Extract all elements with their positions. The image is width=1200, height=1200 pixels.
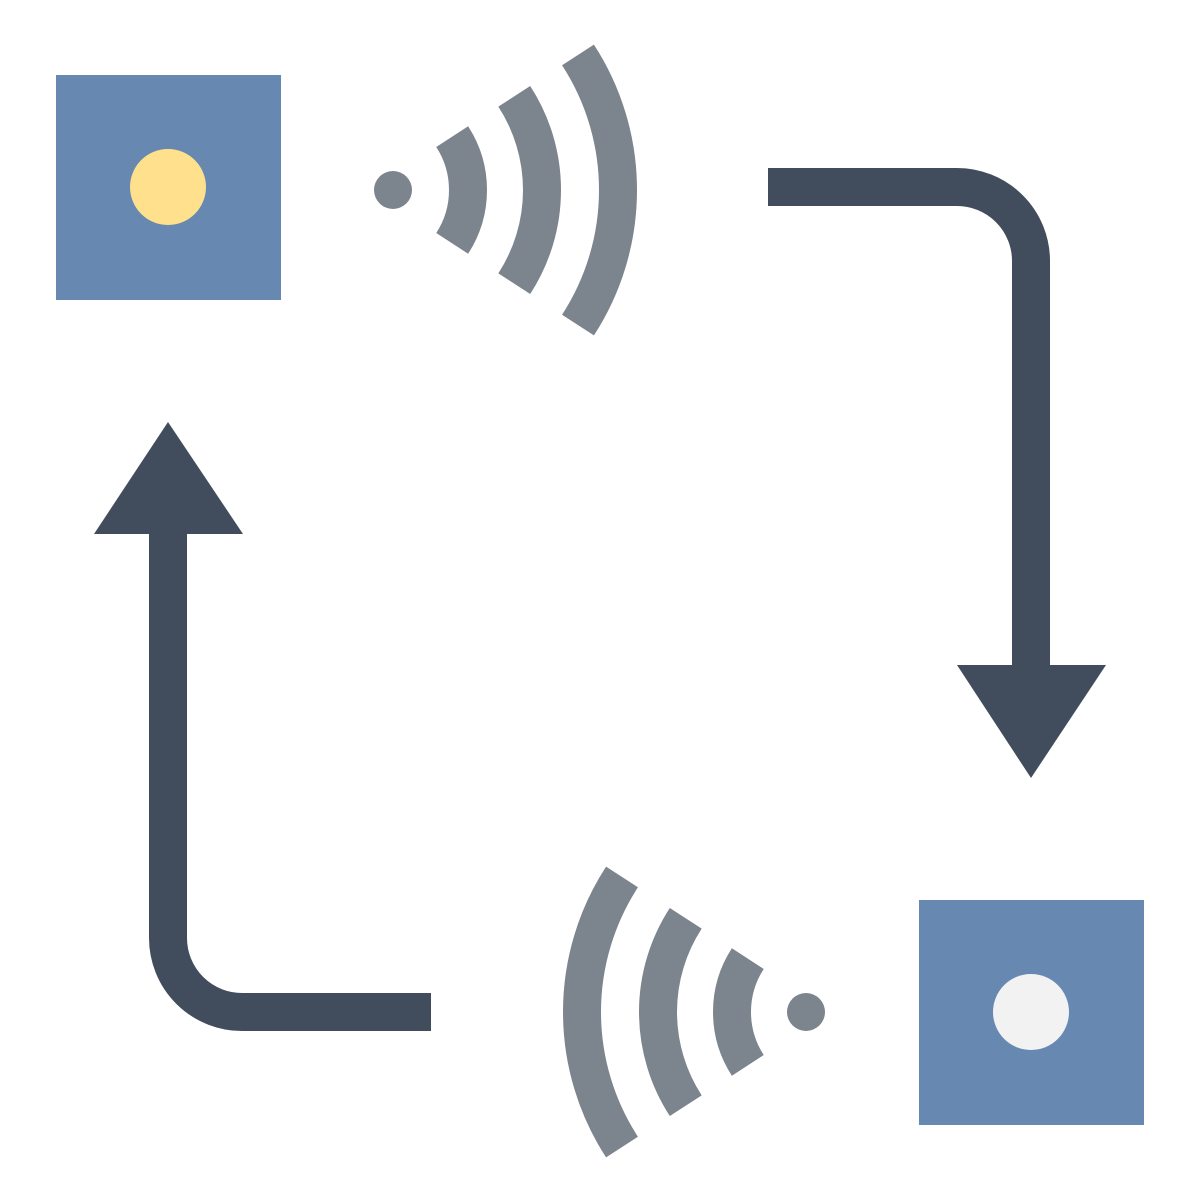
arrow-shaft xyxy=(768,168,1050,670)
device-top-left xyxy=(56,75,281,300)
signal-arc-large xyxy=(561,44,637,336)
signal-arc-small xyxy=(713,948,765,1076)
arrow-head xyxy=(94,422,243,534)
arrow-shaft xyxy=(149,530,431,1031)
signal-waves-top-icon xyxy=(374,44,637,336)
arrow-head xyxy=(957,665,1106,778)
signal-dot xyxy=(374,171,412,209)
signal-arc-medium xyxy=(639,907,702,1117)
arrow-down-right-icon xyxy=(768,168,1106,778)
signal-arc-small xyxy=(435,126,487,254)
device-indicator-active xyxy=(130,149,206,225)
signal-dot xyxy=(787,993,825,1031)
signal-waves-bottom-icon xyxy=(563,866,825,1158)
device-indicator-idle xyxy=(993,974,1069,1050)
arrow-up-left-icon xyxy=(94,422,431,1031)
signal-arc-large xyxy=(563,866,639,1158)
signal-arc-medium xyxy=(498,85,561,295)
device-bottom-right xyxy=(919,900,1144,1125)
